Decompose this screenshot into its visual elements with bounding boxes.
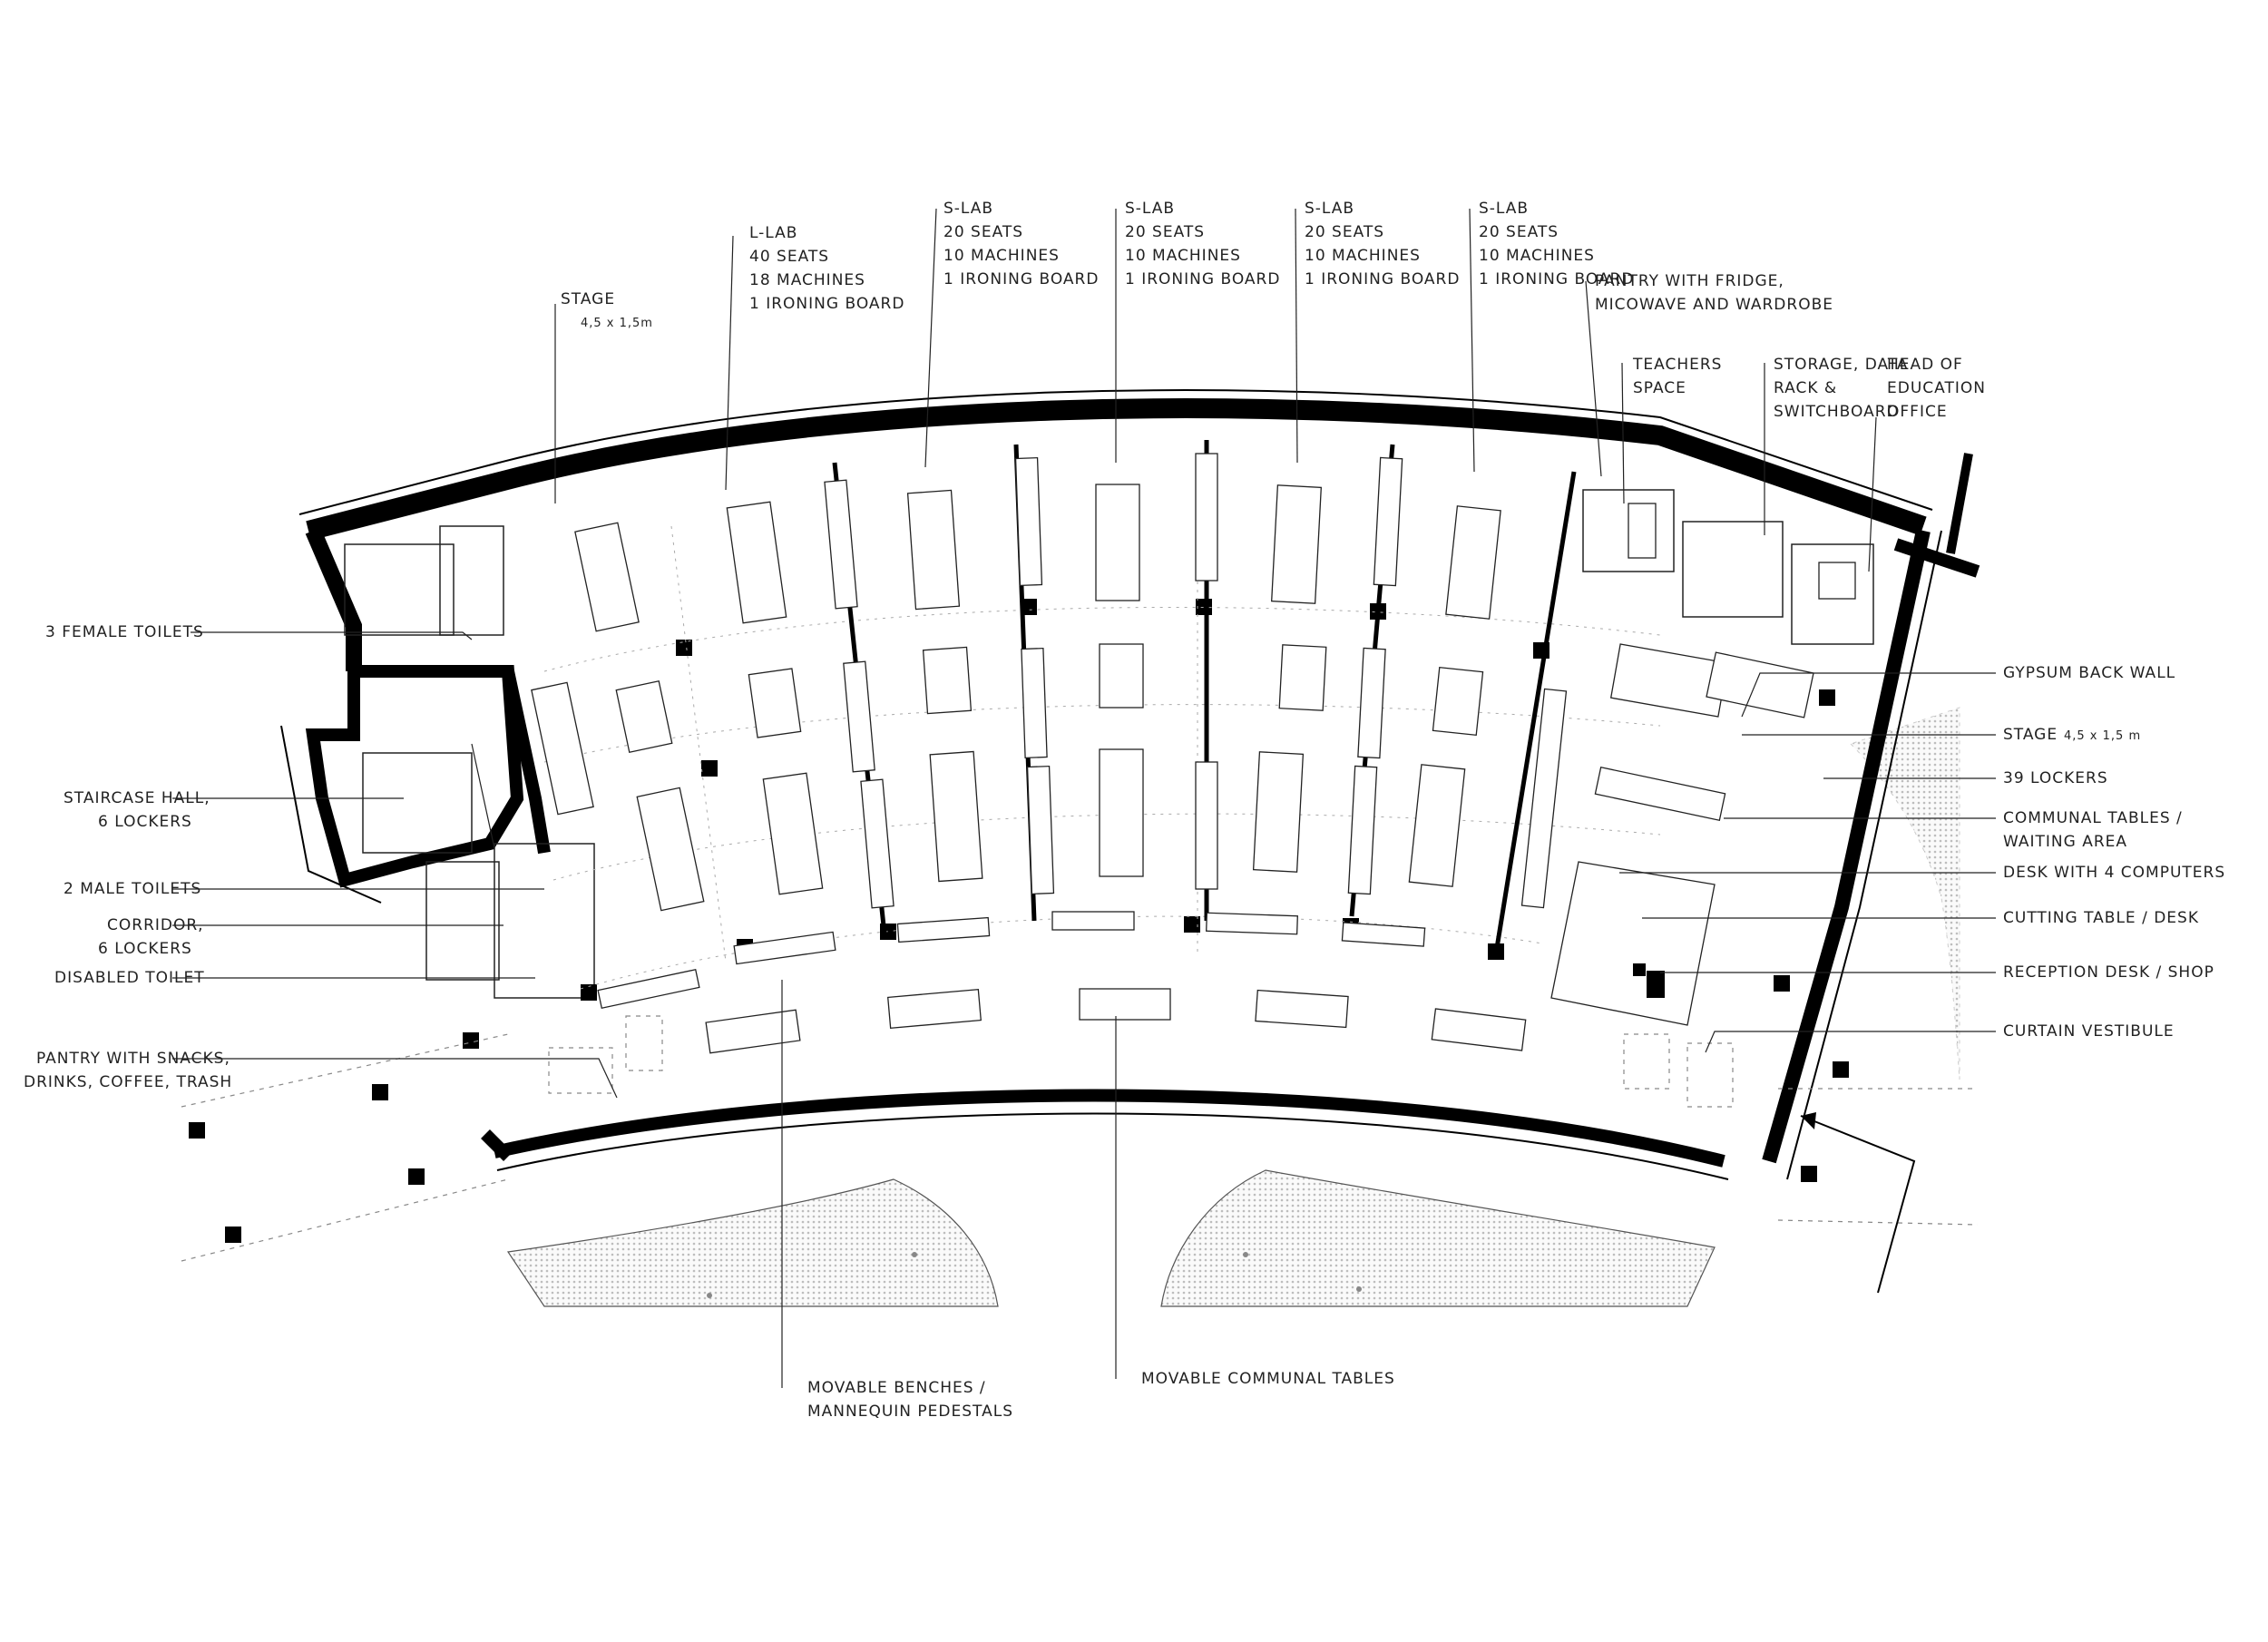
label-communal-tables: MOVABLE COMMUNAL TABLES [1141, 1370, 1395, 1388]
label-storage-3: SWITCHBOARD [1774, 403, 1900, 421]
label-corridor-2: 6 LOCKERS [98, 940, 192, 958]
label-communal-2: WAITING AREA [2003, 833, 2127, 851]
label-s-lab-1-ironing: 1 IRONING BOARD [943, 270, 1099, 288]
label-l-lab-title: L-LAB [749, 224, 797, 242]
label-lockers: 39 LOCKERS [2003, 769, 2108, 787]
label-female-toilets: 3 FEMALE TOILETS [45, 623, 204, 641]
label-reception: RECEPTION DESK / SHOP [2003, 963, 2214, 982]
label-stage-top-dim: 4,5 x 1,5m [581, 317, 653, 330]
label-s-lab-1-seats: 20 SEATS [943, 223, 1023, 241]
building-walls [280, 389, 1980, 1180]
label-s-lab-2-ironing: 1 IRONING BOARD [1125, 270, 1280, 288]
label-staircase-1: STAIRCASE HALL, [64, 789, 210, 807]
exterior-paving [506, 707, 1960, 1307]
leader-lines [172, 208, 1996, 1388]
label-s-lab-4-seats: 20 SEATS [1479, 223, 1559, 241]
site-lines [181, 1033, 1979, 1294]
label-s-lab-2-seats: 20 SEATS [1125, 223, 1205, 241]
label-gypsum: GYPSUM BACK WALL [2003, 664, 2175, 682]
label-teachers-2: SPACE [1633, 379, 1686, 397]
label-stage-right: STAGE [2003, 726, 2058, 744]
label-male-toilets: 2 MALE TOILETS [64, 880, 201, 898]
label-s-lab-3-machines: 10 MACHINES [1305, 247, 1421, 265]
label-head-office-2: EDUCATION [1887, 379, 1986, 397]
label-l-lab-ironing: 1 IRONING BOARD [749, 295, 904, 313]
label-s-lab-4-ironing: 1 IRONING BOARD [1479, 270, 1634, 288]
label-head-office-3: OFFICE [1887, 403, 1948, 421]
label-desk-computers: DESK WITH 4 COMPUTERS [2003, 864, 2225, 882]
label-s-lab-2-title: S-LAB [1125, 200, 1175, 218]
label-pantry-snacks-2: DRINKS, COFFEE, TRASH [24, 1073, 232, 1091]
label-stage-top: STAGE [561, 290, 615, 308]
label-disabled-toilet: DISABLED TOILET [54, 969, 205, 987]
lab-tables [362, 453, 1874, 1108]
label-stage-right-dim: 4,5 x 1,5 m [2064, 729, 2141, 743]
label-corridor-1: CORRIDOR, [107, 916, 204, 934]
label-pantry-fridge-1: PANTRY WITH FRIDGE, [1595, 272, 1784, 290]
label-l-lab-machines: 18 MACHINES [749, 271, 865, 289]
label-s-lab-3-seats: 20 SEATS [1305, 223, 1384, 241]
label-benches-2: MANNEQUIN PEDESTALS [807, 1403, 1013, 1421]
label-benches-1: MOVABLE BENCHES / [807, 1379, 986, 1397]
label-s-lab-4-machines: 10 MACHINES [1479, 247, 1595, 265]
label-curtain: CURTAIN VESTIBULE [2003, 1022, 2175, 1041]
label-storage-2: RACK & [1774, 379, 1837, 397]
label-storage-1: STORAGE, DATA [1774, 356, 1909, 374]
label-teachers-1: TEACHERS [1632, 356, 1722, 374]
label-s-lab-3-ironing: 1 IRONING BOARD [1305, 270, 1460, 288]
label-pantry-fridge-2: MICOWAVE AND WARDROBE [1595, 296, 1833, 314]
label-l-lab-seats: 40 SEATS [749, 248, 829, 266]
label-cutting: CUTTING TABLE / DESK [2003, 909, 2199, 927]
label-head-office-1: HEAD OF [1887, 356, 1963, 374]
label-s-lab-1-title: S-LAB [943, 200, 993, 218]
label-communal-1: COMMUNAL TABLES / [2003, 809, 2183, 827]
label-s-lab-3-title: S-LAB [1305, 200, 1354, 218]
label-pantry-snacks-1: PANTRY WITH SNACKS, [36, 1050, 230, 1068]
label-staircase-2: 6 LOCKERS [98, 813, 192, 831]
label-s-lab-4-title: S-LAB [1479, 200, 1529, 218]
room-labels: STAGE 4,5 x 1,5m L-LAB 40 SEATS 18 MACHI… [24, 200, 2225, 1421]
label-s-lab-2-machines: 10 MACHINES [1125, 247, 1241, 265]
label-s-lab-1-machines: 10 MACHINES [943, 247, 1060, 265]
